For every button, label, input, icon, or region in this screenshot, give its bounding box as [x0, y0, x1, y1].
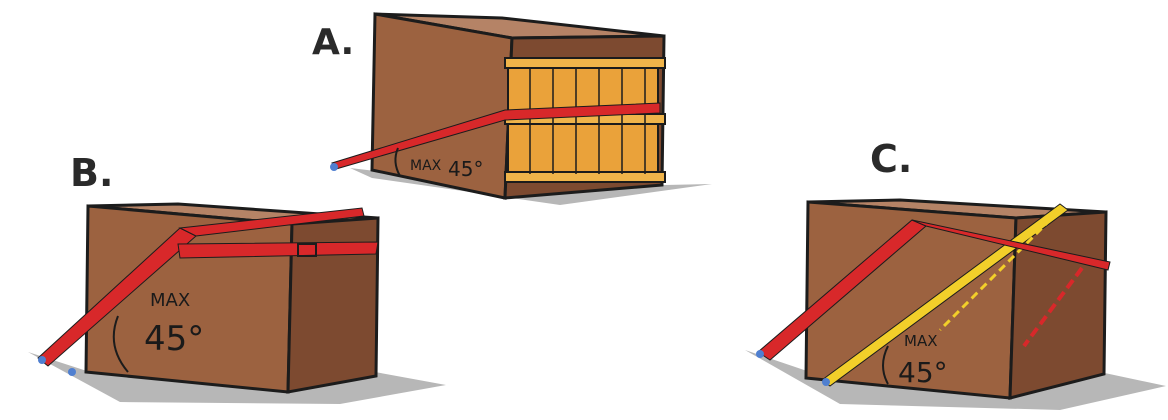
panel-b-angle-text: 45° — [144, 319, 204, 359]
panel-a-max-text: MAX — [410, 158, 442, 174]
panel-c-angle-text: 45° — [898, 356, 948, 389]
panel-a-label: A. — [312, 22, 354, 63]
panel-b-max-text: MAX — [150, 290, 190, 311]
panel-a-crate-frame — [505, 58, 665, 182]
panel-a-angle-text: 45° — [448, 157, 483, 181]
panel-b-anchor-point — [38, 356, 46, 364]
panel-c-max-text: MAX — [904, 332, 937, 350]
panel-b-label: B. — [70, 151, 113, 195]
panel-c: C. MAX 45° — [745, 137, 1166, 410]
panel-c-anchor-point-2 — [822, 378, 830, 386]
panel-b-anchor-point-2 — [68, 368, 76, 376]
panel-c-anchor-point — [756, 350, 764, 358]
panel-a-box-front — [372, 14, 512, 198]
panel-a-anchor-point — [330, 163, 338, 171]
panel-b: B. MAX 45° — [28, 151, 446, 404]
panel-c-label: C. — [870, 137, 912, 181]
panel-a: A. MAX 45° — [312, 14, 712, 205]
